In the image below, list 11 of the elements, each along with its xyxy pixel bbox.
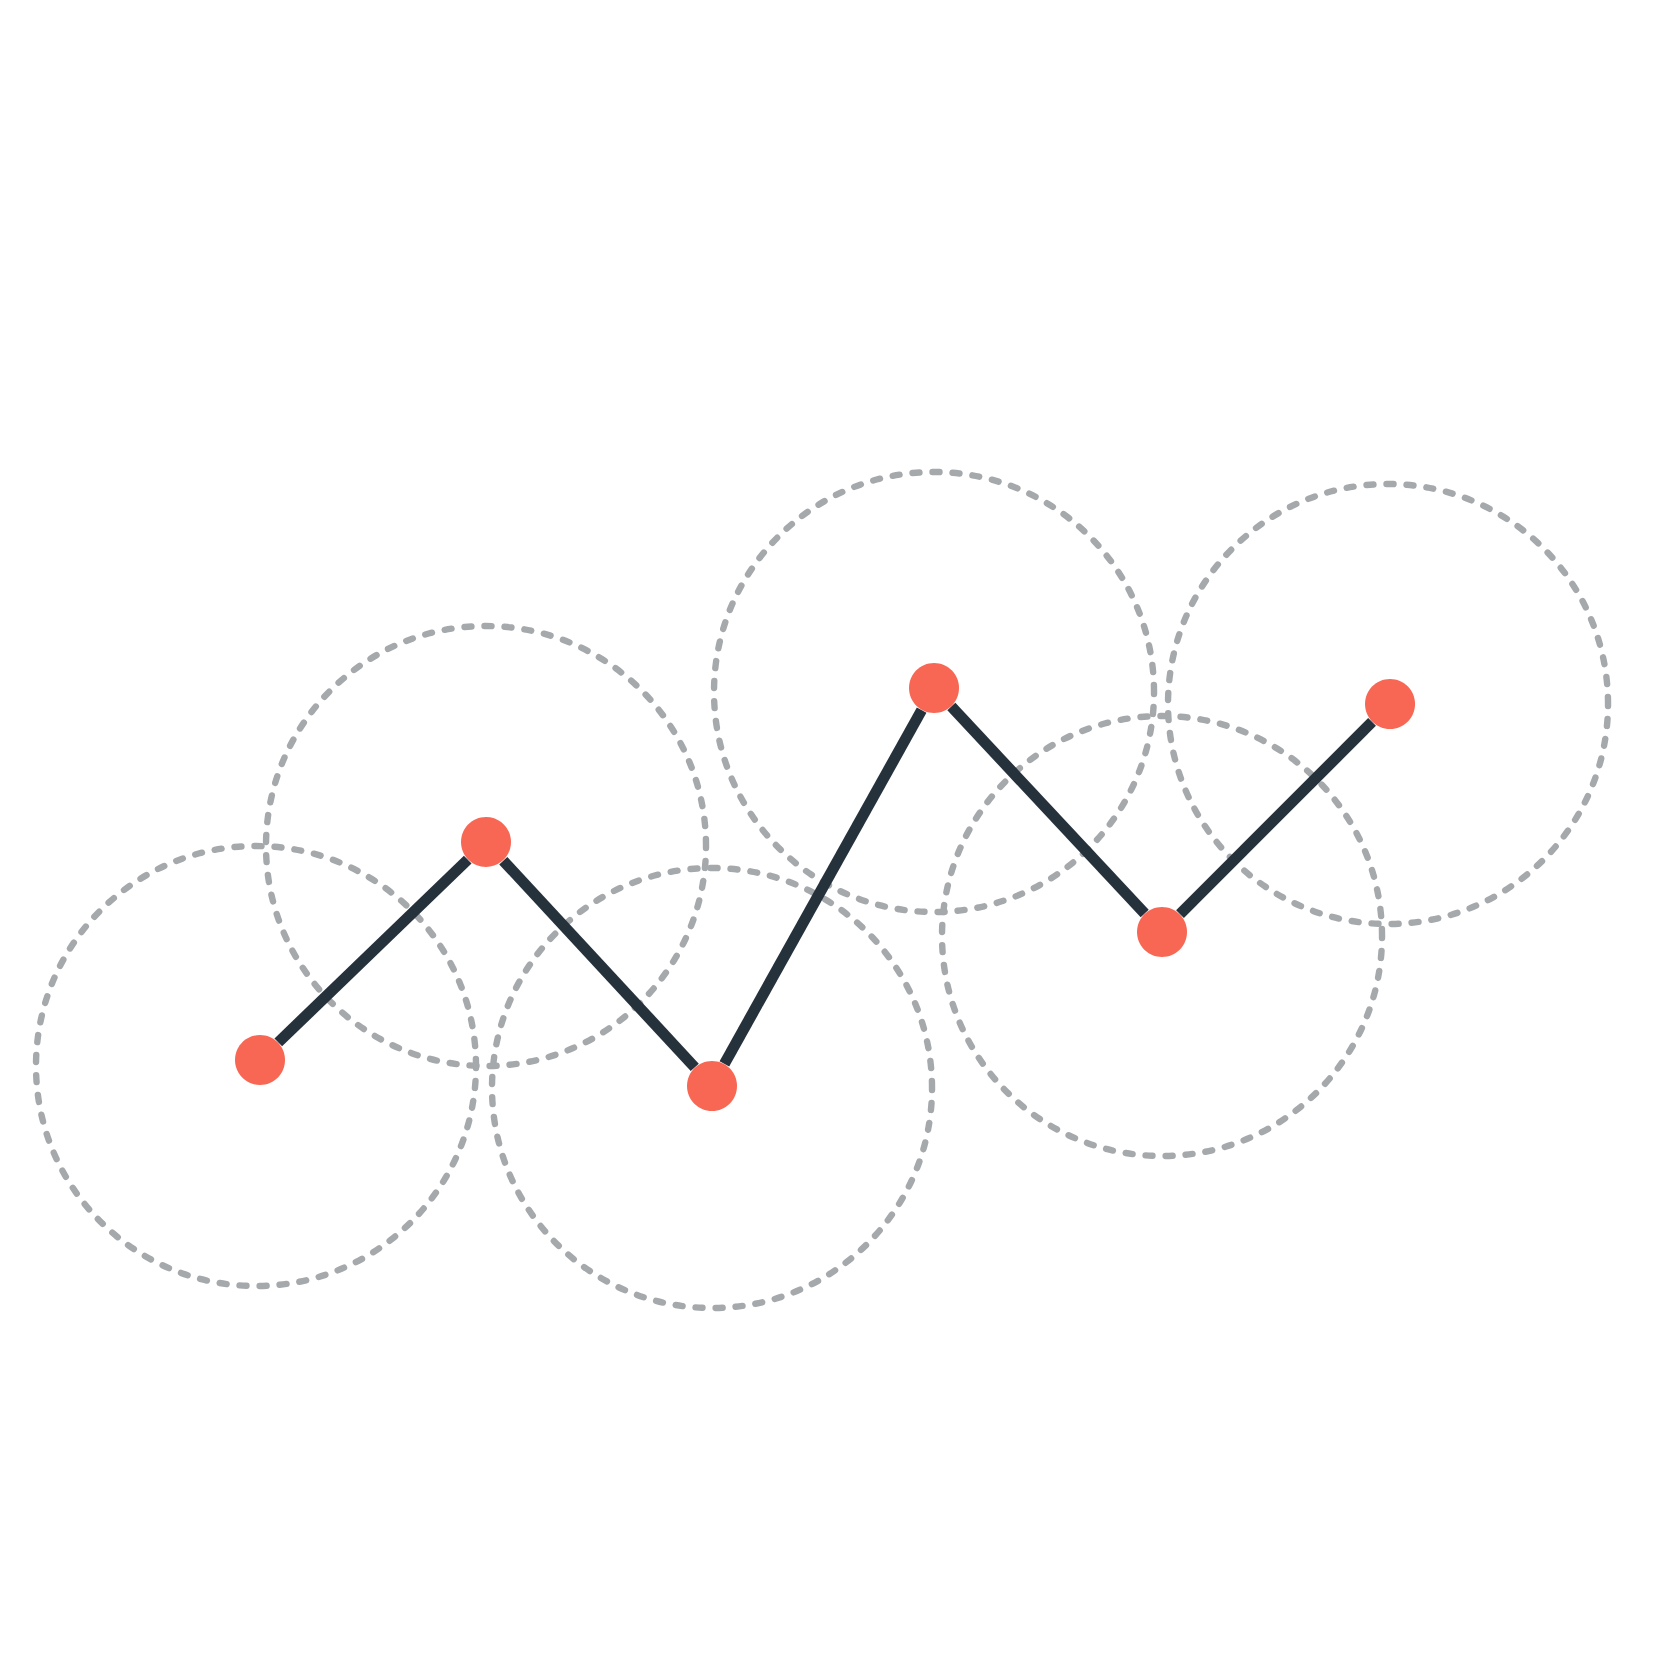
dot (909, 663, 959, 713)
dot (1137, 907, 1187, 957)
connector-line (274, 855, 472, 1047)
connector-line (719, 707, 927, 1067)
dot (461, 817, 511, 867)
dot (1365, 679, 1416, 729)
dot (687, 1061, 737, 1111)
connector-line (1176, 718, 1376, 918)
connector-line (499, 856, 699, 1072)
dot (235, 1035, 285, 1085)
connector-line (947, 702, 1149, 918)
